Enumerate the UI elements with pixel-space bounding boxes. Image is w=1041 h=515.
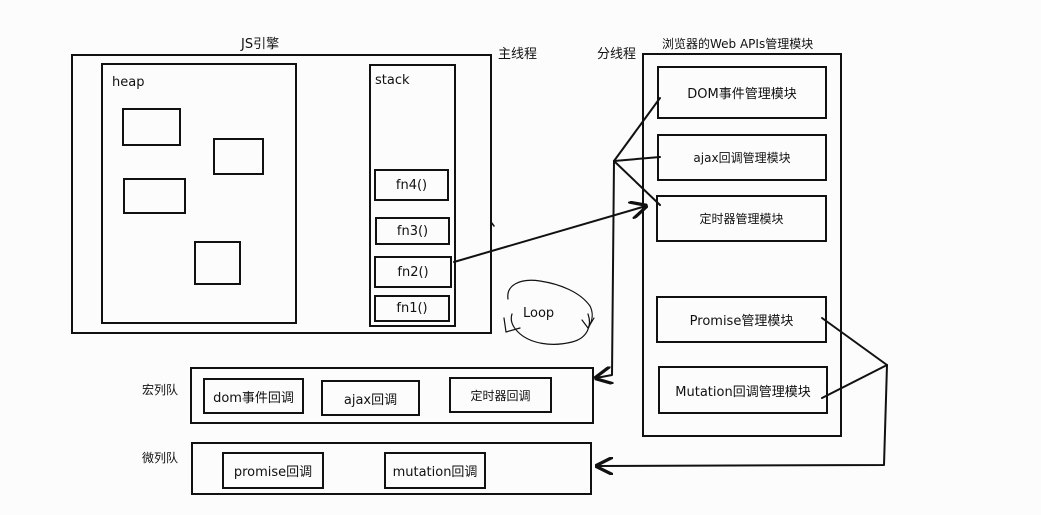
sub-thread-label: 分线程: [597, 47, 637, 62]
stack-frame-fn4: fn4(): [374, 169, 449, 201]
dom-event-module: DOM事件管理模块: [657, 66, 827, 119]
stack-label: stack: [375, 73, 410, 88]
micro-queue-item: mutation回调: [384, 452, 486, 489]
ajax-callback-module: ajax回调管理模块: [657, 134, 827, 181]
macro-queue-label: 宏列队: [142, 383, 179, 397]
stack-frame-fn1: fn1(): [374, 295, 450, 322]
loop-label: Loop: [523, 306, 555, 321]
stack-frame-fn3: fn3(): [375, 217, 450, 245]
web-apis-title: 浏览器的Web APIs管理模块: [662, 37, 814, 51]
heap-object: [213, 138, 264, 175]
js-engine-title: JS引擎: [241, 37, 280, 52]
micro-queue-item: promise回调: [222, 452, 324, 489]
macro-queue-box: [190, 367, 594, 424]
macro-queue-item: 定时器回调: [449, 377, 552, 413]
macro-queue-item: ajax回调: [321, 380, 420, 416]
timer-module: 定时器管理模块: [656, 195, 827, 242]
macro-queue-item: dom事件回调: [203, 378, 304, 414]
promise-module: Promise管理模块: [656, 296, 827, 343]
micro-queue-label: 微列队: [142, 451, 179, 465]
heap-object: [122, 108, 181, 146]
stack-frame-fn2: fn2(): [374, 256, 452, 288]
micro-queue-box: [191, 442, 592, 495]
heap-label: heap: [112, 75, 145, 90]
mutation-module: Mutation回调管理模块: [658, 366, 828, 414]
arrow-to-macro-queue: [596, 160, 615, 378]
heap-box: [101, 63, 297, 324]
main-thread-label: 主线程: [498, 47, 538, 62]
js-engine-box: [71, 54, 492, 334]
stack-box: [369, 64, 456, 327]
heap-object: [123, 178, 186, 214]
heap-object: [194, 241, 241, 285]
